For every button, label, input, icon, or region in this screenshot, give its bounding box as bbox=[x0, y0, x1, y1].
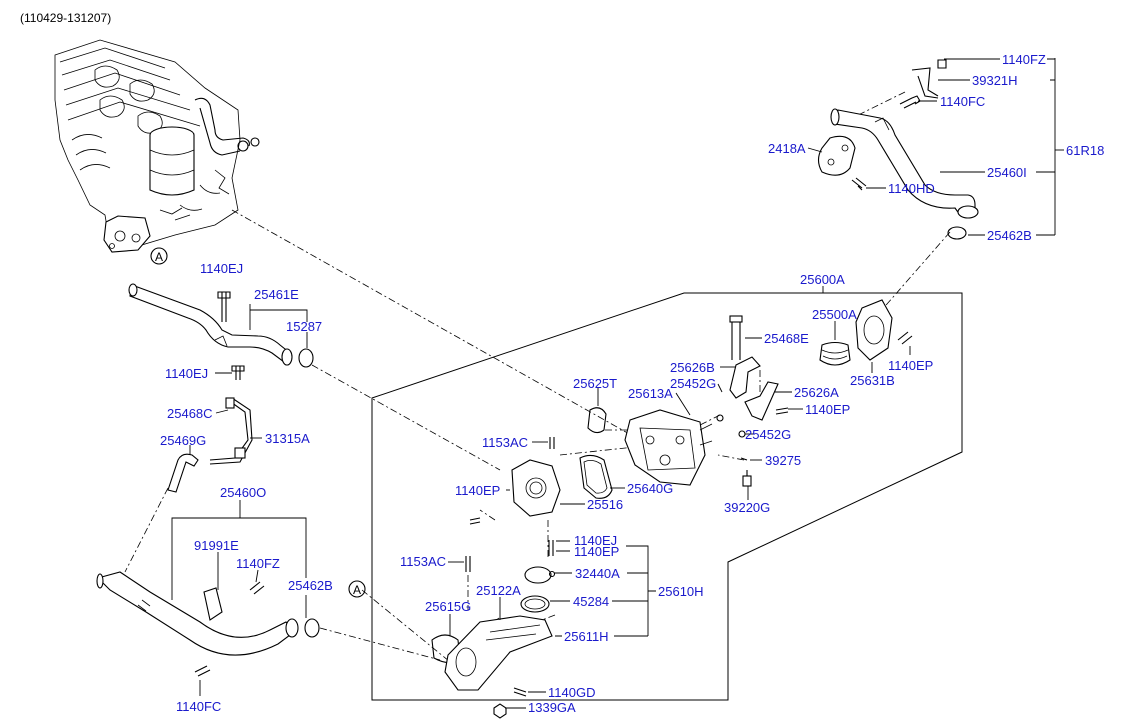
label-25600A: 25600A bbox=[800, 272, 845, 287]
hose-25469G bbox=[167, 453, 199, 493]
pipe-25460I-illustration bbox=[830, 108, 979, 219]
label-25615G: 25615G bbox=[425, 599, 471, 614]
oring-15287 bbox=[298, 348, 314, 368]
label-25611H: 25611H bbox=[564, 629, 609, 644]
hose-45284 bbox=[520, 595, 550, 613]
label-25469G: 25469G bbox=[160, 433, 206, 448]
label-91991E: 91991E bbox=[194, 538, 239, 553]
label-25462B-top: 25462B bbox=[987, 228, 1032, 243]
sensor-39220G bbox=[742, 470, 752, 487]
bolt-1140EP-left bbox=[469, 517, 481, 525]
callout-a-lower bbox=[348, 580, 366, 598]
label-25452G-b: 25452G bbox=[745, 427, 791, 442]
bolt-1140EP-right2 bbox=[775, 407, 789, 415]
housing-25516-illustration bbox=[511, 459, 561, 517]
label-1339GA: 1339GA bbox=[528, 700, 576, 715]
bolt-1140FZ-bottom bbox=[249, 581, 265, 595]
pipe-25460O-illustration bbox=[96, 571, 299, 656]
label-25626B: 25626B bbox=[670, 360, 715, 375]
label-15287: 15287 bbox=[286, 319, 322, 334]
bolt-1140EJ-a bbox=[217, 291, 231, 322]
label-1140FC-bottom: 1140FC bbox=[176, 699, 221, 714]
bolt-1140FC-top bbox=[899, 95, 921, 109]
engine-block-illustration bbox=[54, 39, 260, 253]
label-1140FZ-bottom: 1140FZ bbox=[236, 556, 280, 571]
thermostat-housing-illustration bbox=[624, 409, 713, 486]
leader-lines bbox=[171, 58, 1064, 709]
bolt-1140FC-bottom bbox=[194, 665, 211, 677]
label-39220G: 39220G bbox=[724, 500, 770, 515]
label-1140EJ-b: 1140EJ bbox=[165, 366, 208, 381]
bolt-1140EJ-b bbox=[231, 365, 245, 380]
bracket-39321H-illustration bbox=[911, 59, 947, 99]
label-1153AC-b: 1153AC bbox=[400, 554, 446, 569]
label-25468C: 25468C bbox=[167, 406, 213, 421]
label-31315A: 31315A bbox=[265, 431, 310, 446]
bolt-1153AC-b bbox=[465, 556, 471, 572]
bolt-1153AC-a bbox=[549, 437, 555, 449]
gasket-25625T bbox=[587, 407, 607, 434]
hose-25468C-31315A bbox=[209, 397, 253, 465]
label-39321H: 39321H bbox=[972, 73, 1018, 88]
bolt-1140EP-right bbox=[897, 331, 913, 345]
label-25122A: 25122A bbox=[476, 583, 521, 598]
label-1140EP-left: 1140EP bbox=[455, 483, 500, 498]
pipe-25626A-illustration bbox=[744, 381, 779, 421]
bolt-1140EJ-c bbox=[548, 540, 554, 556]
clip-39275 bbox=[740, 457, 748, 461]
label-1140FC-top: 1140FC bbox=[940, 94, 985, 109]
pipe-25611H-illustration bbox=[444, 615, 553, 691]
pipe-25626B-illustration bbox=[729, 356, 761, 399]
thermostat-25500A-illustration bbox=[819, 341, 851, 366]
part-number-labels: 1140FZ 39321H 1140FC 61R18 2418A 25460I … bbox=[160, 52, 1104, 715]
label-1140EP-right2: 1140EP bbox=[805, 402, 850, 417]
label-25452G-a: 25452G bbox=[670, 376, 716, 391]
label-25516: 25516 bbox=[587, 497, 623, 512]
oring-25462B-bottom bbox=[304, 618, 320, 638]
gasket-25640G bbox=[579, 454, 613, 499]
bracket-2418A-illustration bbox=[817, 135, 856, 176]
label-25500A: 25500A bbox=[812, 307, 857, 322]
label-32440A: 32440A bbox=[575, 566, 620, 581]
pipe-25468E bbox=[729, 315, 743, 360]
clamp-32440A bbox=[524, 566, 556, 584]
label-25625T: 25625T bbox=[573, 376, 617, 391]
assembly-boundary-25600A bbox=[371, 292, 963, 701]
callout-a-lower-text: A bbox=[353, 583, 361, 597]
clip-91991E-illustration bbox=[203, 587, 223, 621]
label-25468E: 25468E bbox=[764, 331, 809, 346]
oring-25452G-a bbox=[716, 414, 724, 422]
nut-1339GA bbox=[493, 703, 507, 719]
label-25640G: 25640G bbox=[627, 481, 673, 496]
label-25460O: 25460O bbox=[220, 485, 266, 500]
oring-25462B-top bbox=[947, 226, 967, 240]
label-25631B: 25631B bbox=[850, 373, 895, 388]
label-25461E: 25461E bbox=[254, 287, 299, 302]
diagram-code: (110429-131207) bbox=[20, 11, 111, 25]
label-1140EJ-c: 1140EJ bbox=[574, 533, 617, 548]
label-1140EP-right: 1140EP bbox=[888, 358, 933, 373]
label-45284: 45284 bbox=[573, 594, 609, 609]
label-2418A: 2418A bbox=[768, 141, 806, 156]
label-25626A: 25626A bbox=[794, 385, 839, 400]
label-1140EJ-a: 1140EJ bbox=[200, 261, 243, 276]
label-1140EP-c: 1140EP bbox=[574, 544, 619, 559]
callout-a-upper bbox=[150, 247, 168, 265]
label-1140HD: 1140HD bbox=[888, 181, 935, 196]
label-25613A: 25613A bbox=[628, 386, 673, 401]
label-25610H: 25610H bbox=[658, 584, 704, 599]
callout-a-upper-text: A bbox=[155, 250, 163, 264]
label-25462B-bottom: 25462B bbox=[288, 578, 333, 593]
label-25460I: 25460I bbox=[987, 165, 1027, 180]
label-1140FZ-top: 1140FZ bbox=[1002, 52, 1046, 67]
label-61R18: 61R18 bbox=[1066, 143, 1104, 158]
label-39275: 39275 bbox=[765, 453, 801, 468]
cover-25631B-illustration bbox=[855, 299, 893, 361]
pipe-25461E-illustration bbox=[128, 283, 293, 366]
label-1140GD: 1140GD bbox=[548, 685, 595, 700]
label-1153AC-a: 1153AC bbox=[482, 435, 528, 450]
bolt-1140HD bbox=[851, 177, 867, 191]
bolt-1140GD bbox=[513, 687, 527, 697]
